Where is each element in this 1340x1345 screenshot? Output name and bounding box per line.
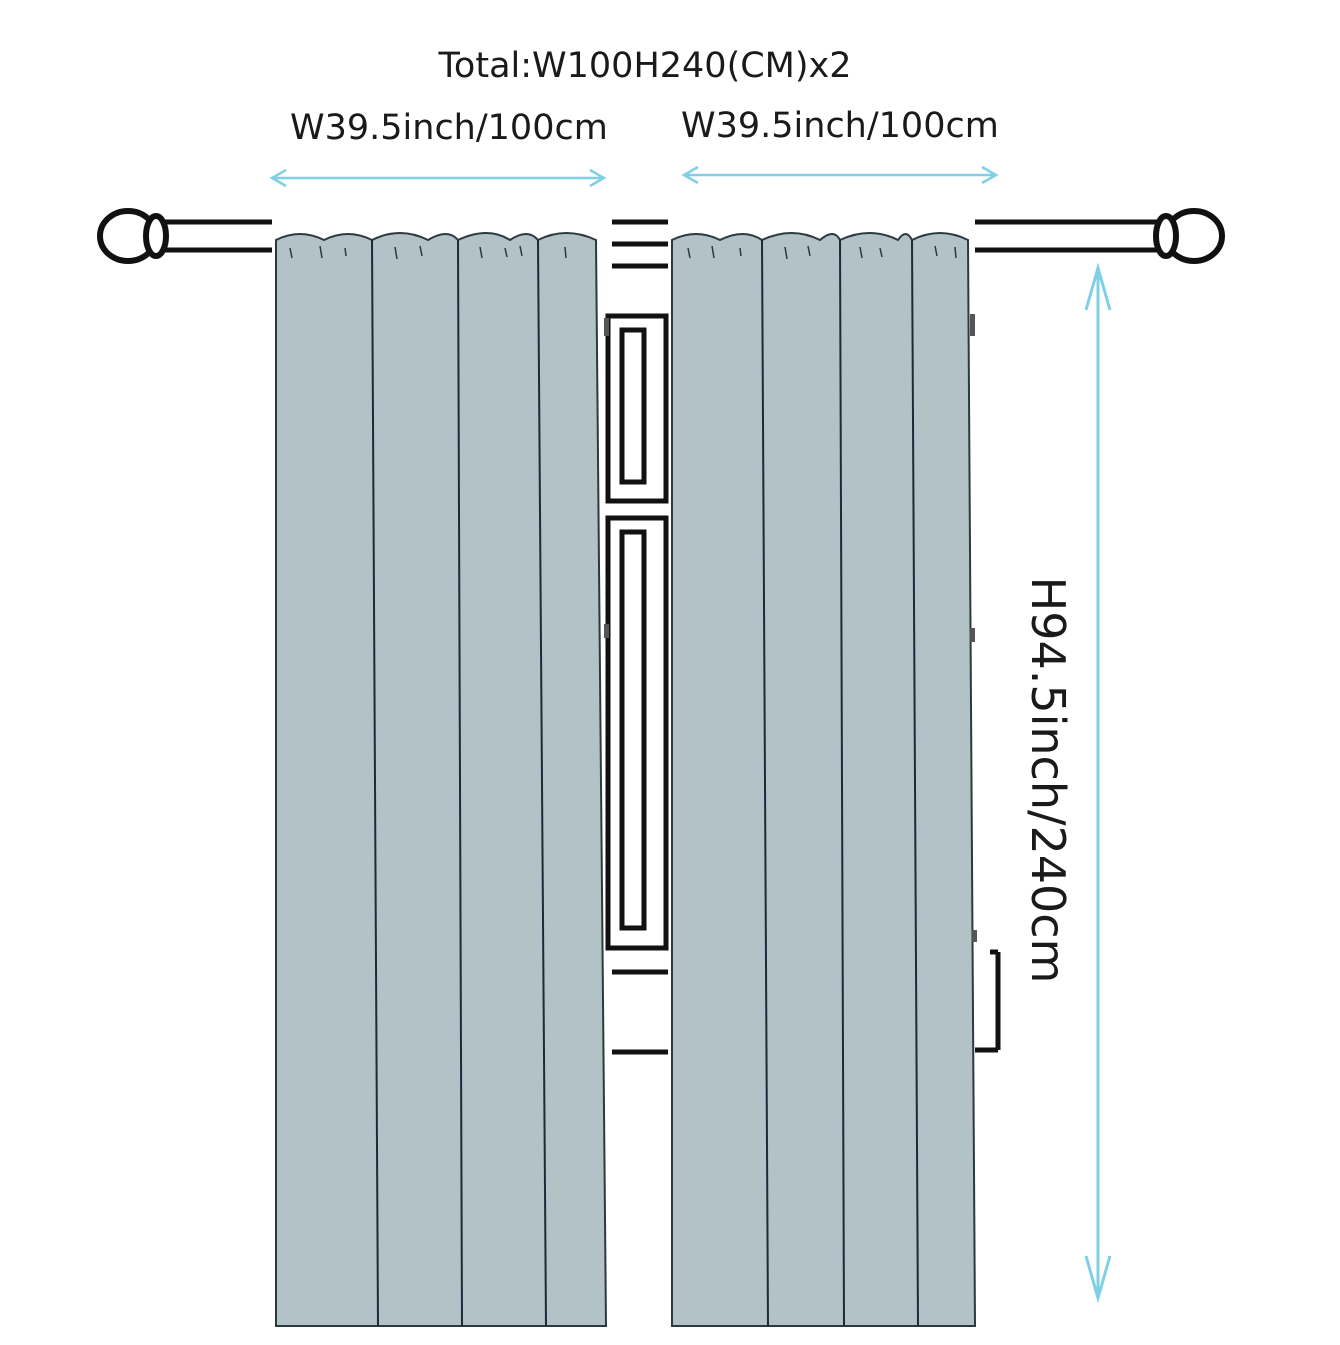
height-arrow xyxy=(1084,262,1112,1304)
left-width-label: W39.5inch/100cm xyxy=(290,108,608,148)
total-size-label: Total:W100H240(CM)x2 xyxy=(438,46,852,86)
right-width-arrow xyxy=(681,165,999,185)
left-width-arrow xyxy=(269,168,607,188)
right-curtain-panel xyxy=(671,232,977,1327)
right-width-label: W39.5inch/100cm xyxy=(681,106,999,146)
height-label: H94.5inch/240cm xyxy=(1021,576,1075,984)
rod-finial-icon xyxy=(97,208,169,264)
left-curtain-panel xyxy=(275,232,609,1327)
window-icon xyxy=(605,219,1001,1055)
curtain-rod xyxy=(165,219,1160,253)
rod-finial-icon xyxy=(1153,208,1225,264)
